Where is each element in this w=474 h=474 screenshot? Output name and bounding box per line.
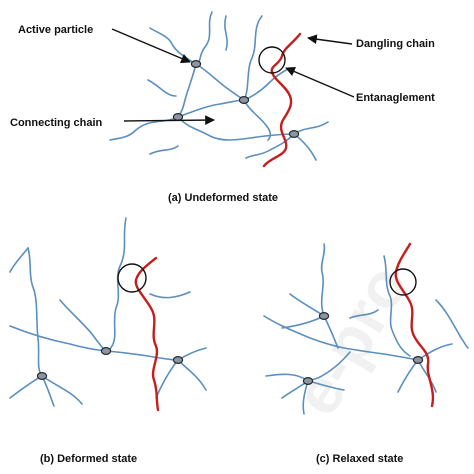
panel-c-relaxed: (c) Relaxed state	[263, 242, 469, 465]
chain	[177, 99, 245, 118]
chain	[9, 325, 107, 352]
entanglement-ring	[117, 263, 147, 293]
chain	[149, 27, 197, 65]
chain	[195, 63, 245, 101]
active-particle-node	[318, 312, 330, 321]
active-particle-node	[172, 356, 184, 365]
chain	[263, 315, 419, 361]
dangling-chain	[394, 242, 435, 408]
chain	[105, 350, 179, 361]
chain	[9, 247, 29, 273]
chain	[243, 15, 263, 101]
chain	[41, 375, 83, 405]
chain	[195, 11, 213, 65]
active-particle-node	[238, 95, 250, 104]
chain	[417, 343, 453, 361]
chain	[105, 217, 127, 352]
chain	[320, 243, 326, 317]
dangling-chain	[262, 32, 302, 168]
chain	[27, 247, 43, 377]
chain	[293, 133, 317, 161]
chain	[245, 133, 295, 159]
chain	[147, 79, 177, 97]
panel-c-chains	[263, 243, 469, 415]
watermark: e-pro	[280, 252, 422, 427]
chain	[155, 359, 179, 399]
active-particle-node	[288, 130, 300, 139]
arrow-connecting-chain	[123, 115, 215, 125]
chain	[383, 255, 411, 357]
panel-b-deformed: (b) Deformed state	[9, 217, 207, 465]
label-dangling-chain: Dangling chain	[356, 38, 435, 50]
dangling-chain	[134, 256, 160, 412]
chain	[243, 99, 272, 141]
active-particle-node	[302, 377, 314, 386]
chain	[9, 375, 43, 399]
chain	[149, 291, 191, 299]
entanglement-ring	[389, 268, 417, 296]
chain	[59, 299, 107, 352]
chain	[224, 15, 228, 51]
active-particle-node	[190, 59, 202, 68]
chain	[349, 309, 379, 319]
label-entanglement: Entanaglement	[356, 92, 435, 104]
chain	[435, 299, 469, 349]
active-particle-node	[412, 356, 424, 365]
chain	[177, 359, 207, 391]
active-particle-node	[172, 112, 184, 121]
chain	[289, 293, 325, 317]
panel-b-caption: (b) Deformed state	[40, 453, 137, 465]
arrow-entanglement	[285, 66, 355, 98]
label-connecting-chain: Connecting chain	[10, 117, 103, 129]
panel-a-undeformed: Active particle Dangling chain Entanagle…	[10, 11, 435, 204]
label-active-particle: Active particle	[18, 24, 93, 36]
chain	[243, 67, 291, 101]
entanglement-ring	[258, 46, 286, 74]
chain	[397, 359, 419, 393]
active-particle-node	[100, 347, 112, 356]
arrow-active-particle	[111, 28, 191, 64]
chain	[177, 63, 197, 118]
chain	[293, 121, 329, 135]
active-particle-node	[36, 372, 48, 381]
panel-a-caption: (a) Undeformed state	[168, 192, 278, 204]
chain	[149, 145, 179, 155]
arrow-dangling-chain	[307, 34, 353, 45]
chain	[177, 116, 295, 141]
panel-c-caption: (c) Relaxed state	[316, 453, 403, 465]
